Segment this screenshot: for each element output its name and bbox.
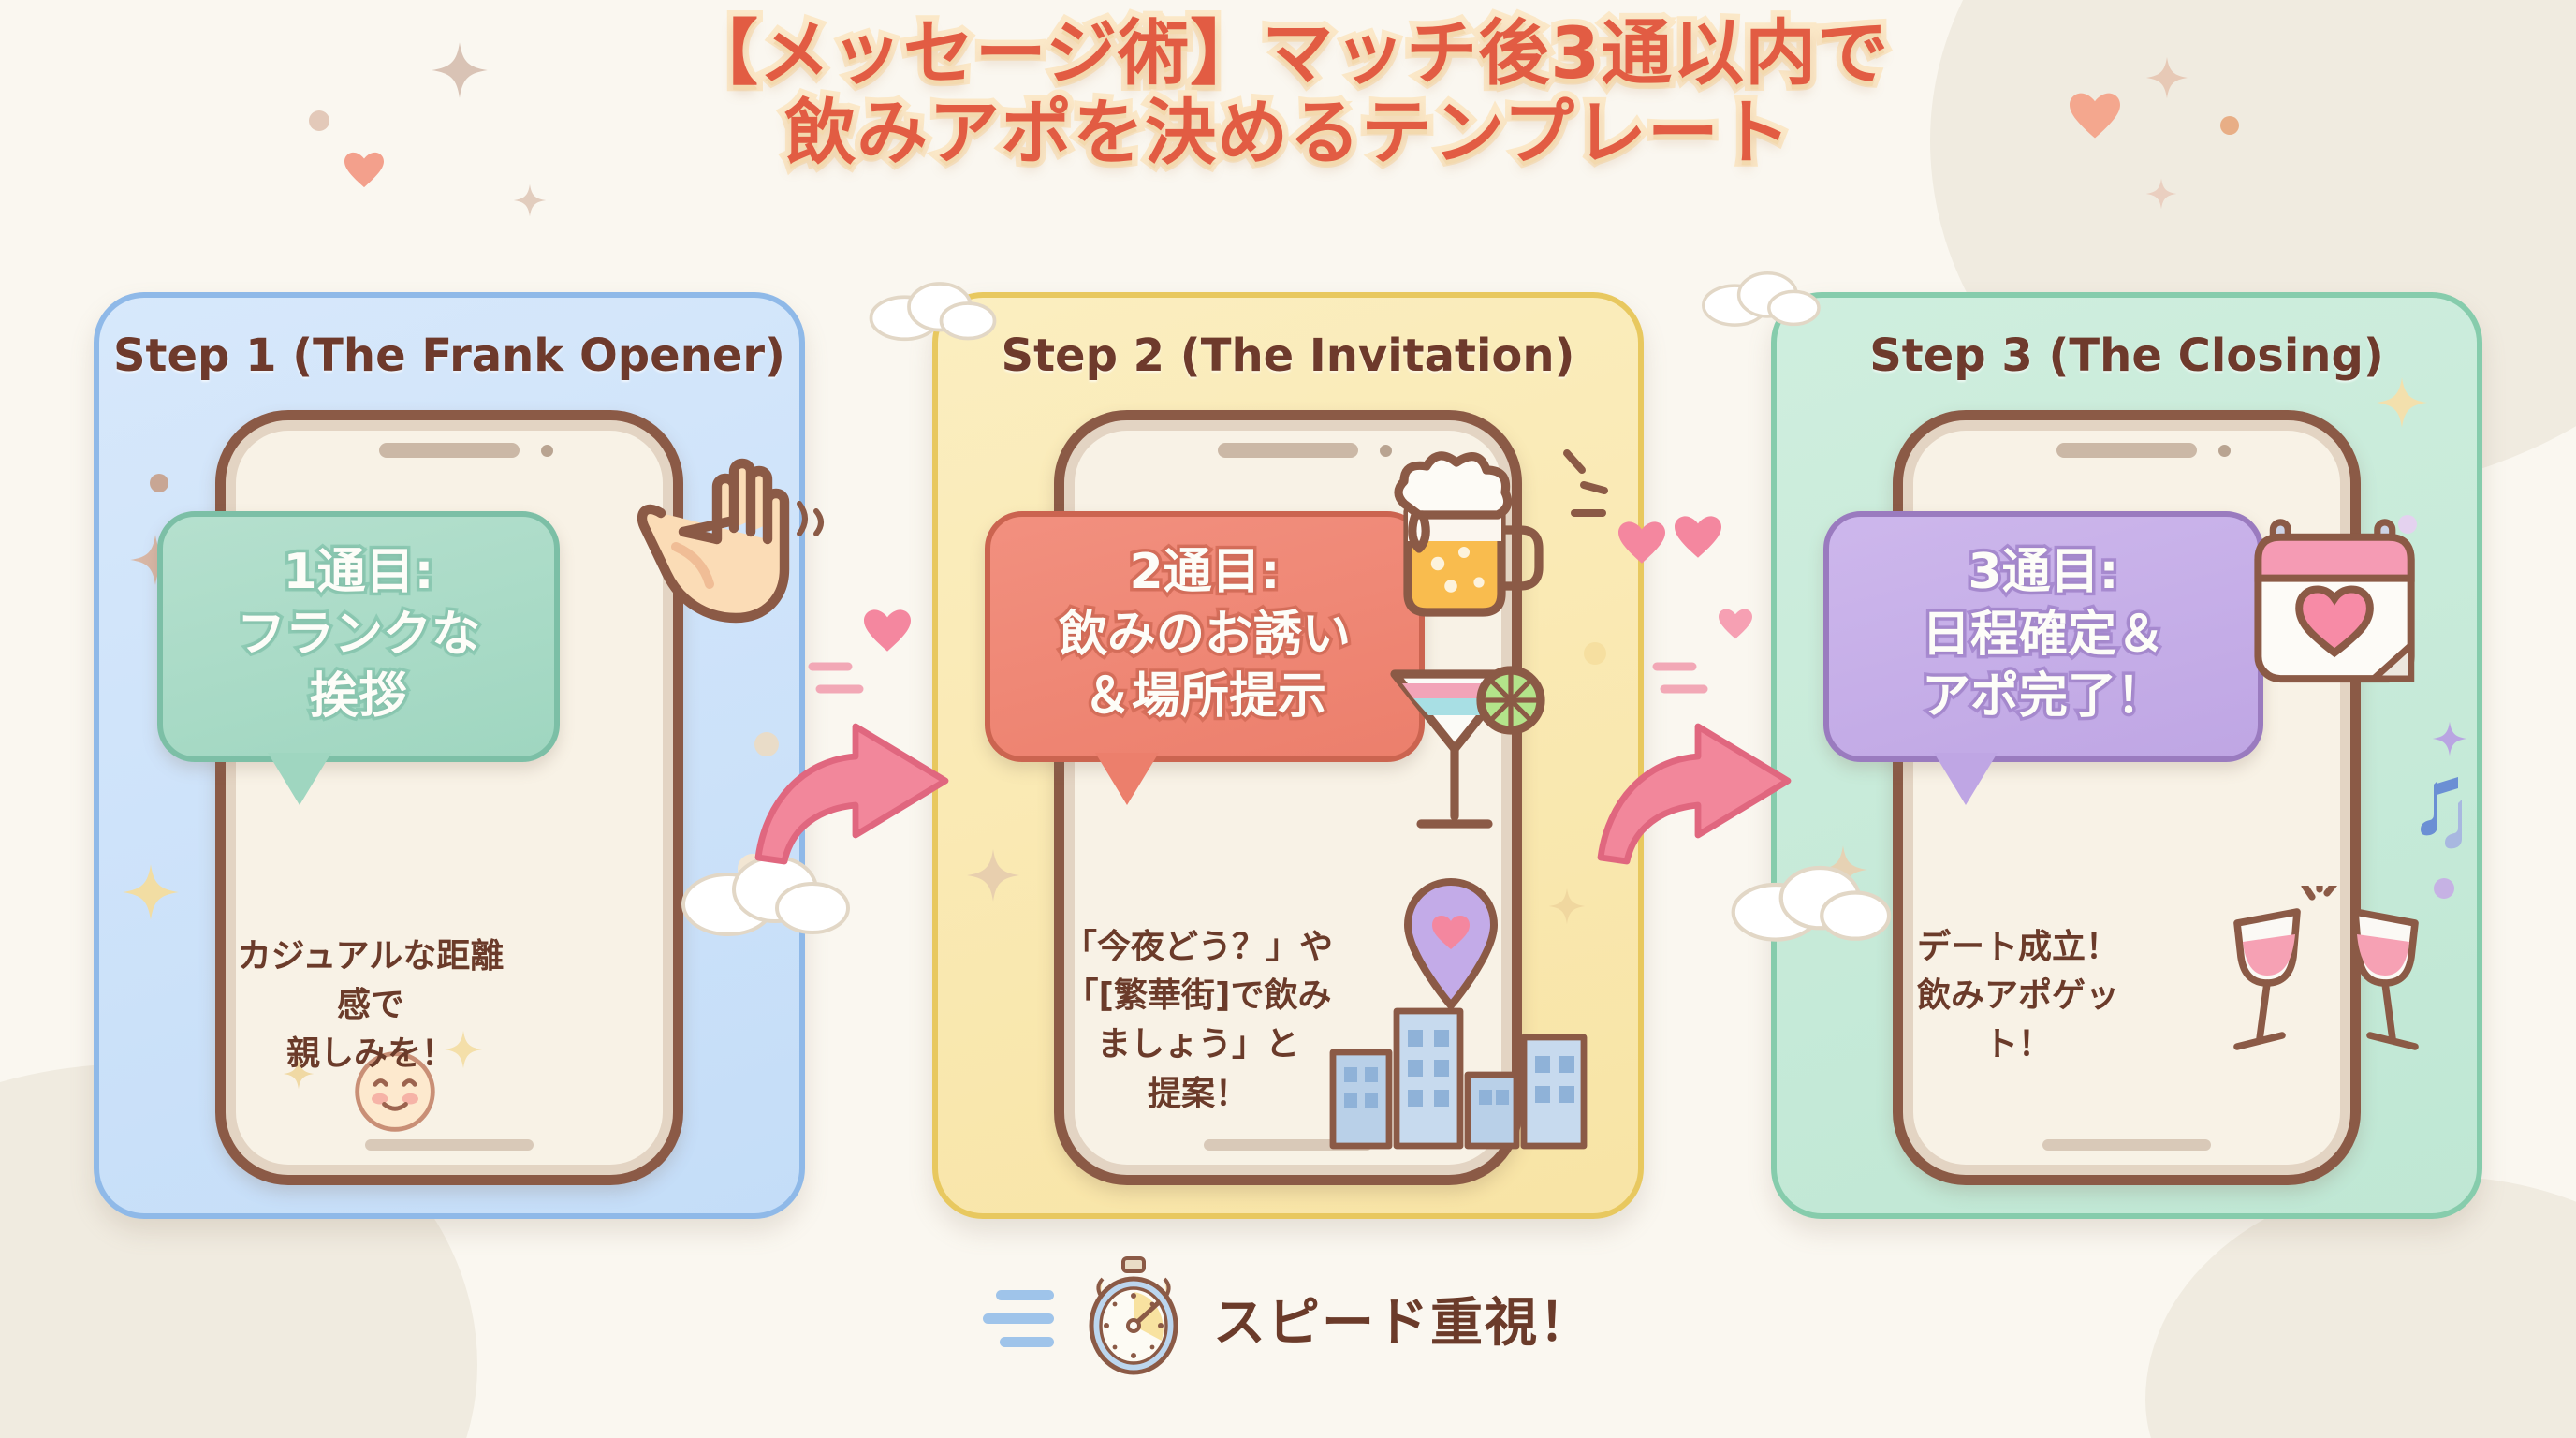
- sparkle-icon: [513, 183, 547, 217]
- waving-hand-icon: [620, 416, 807, 635]
- step-card-3[interactable]: Step 3 (The Closing): [1675, 271, 2484, 1219]
- heart-icon: [1717, 607, 1754, 644]
- bubble-line: 挨拶: [306, 666, 410, 728]
- flow-arrow-2: [1582, 693, 1816, 874]
- caption-line: カジュアルな距離感で: [237, 937, 505, 1025]
- bubble-tail: [1095, 752, 1159, 805]
- title-line-2: 飲みアポを決めるテンプレート: [779, 86, 1797, 178]
- bubble-line: アポ完了！: [1918, 666, 2168, 728]
- caption-line: 「[繁華街]で飲み: [1064, 976, 1332, 1016]
- bubble-line: 飲みのお誘い: [1055, 603, 1354, 666]
- step-2-message-bubble: 2通目: 飲みのお誘い ＆場所提示: [985, 511, 1425, 805]
- sparkle-icon: [1818, 844, 1868, 895]
- speed-line: [996, 1289, 1054, 1300]
- motion-lines-icon: [794, 496, 831, 567]
- step-1-message-bubble: 1通目: フランクな 挨拶: [157, 511, 560, 805]
- caption-line: デート成立！: [1916, 928, 2119, 966]
- decorative-dot: [1584, 642, 1606, 665]
- title-line-1: 【メッセージ術】マッチ後3通以内で: [681, 7, 1894, 98]
- sparkle-icon: [2376, 376, 2428, 429]
- phone-home-indicator: [2042, 1139, 2211, 1151]
- caption-line: 飲みアポゲッ: [1916, 976, 2119, 1016]
- motion-lines-icon: [807, 655, 872, 710]
- shine-lines-icon: [1554, 440, 1629, 547]
- phone-camera-dot: [1380, 445, 1392, 457]
- caption-line: ましょう」と: [1096, 1025, 1299, 1064]
- phone-notch: [1218, 443, 1358, 458]
- caption-line: 「今夜どう？」や: [1062, 928, 1333, 966]
- step-card-1[interactable]: Step 1 (The Frank Opener): [94, 292, 850, 1219]
- motion-lines-icon: [1651, 655, 1717, 710]
- cocktail-glass-icon: [1368, 637, 1556, 856]
- bubble-line: 2通目:: [1126, 541, 1283, 604]
- caption-line: 親しみを！: [285, 1034, 455, 1074]
- calendar-heart-icon: [2243, 496, 2439, 701]
- footer-banner: スピード重視！: [0, 1255, 2576, 1382]
- sparkle-icon: [122, 863, 180, 921]
- sparkle-icon: [1548, 888, 1586, 925]
- speed-lines-icon: [983, 1289, 1054, 1347]
- location-pin-icon: [1395, 874, 1507, 1019]
- steps-container: Step 1 (The Frank Opener): [0, 271, 2576, 1228]
- clinking-wine-glasses-icon: [2218, 874, 2434, 1067]
- bubble-line: ＆場所提示: [1079, 666, 1329, 728]
- step-1-header: Step 1 (The Frank Opener): [112, 330, 785, 382]
- caption-line: ト！: [1983, 1025, 2052, 1064]
- step-card-2[interactable]: Step 2 (The Invitation): [869, 282, 1665, 1219]
- heart-icon: [1672, 513, 1724, 564]
- sparkle-icon: [2145, 178, 2177, 210]
- bubble-line: 1通目:: [280, 541, 437, 604]
- caption-line: 提案！: [1147, 1074, 1249, 1113]
- step-2-header: Step 2 (The Invitation): [1001, 330, 1575, 382]
- bubble-line: フランクな: [233, 603, 483, 666]
- music-note-icon: [2409, 766, 2484, 873]
- bubble-tail: [1934, 752, 1998, 805]
- footer-text: スピード重視！: [1213, 1292, 1593, 1354]
- bubble-tail: [268, 752, 331, 805]
- phone-camera-dot: [541, 445, 553, 457]
- phone-camera-dot: [2218, 445, 2231, 457]
- speed-line: [983, 1313, 1054, 1324]
- speed-line: [1000, 1336, 1054, 1347]
- cloud-icon: [1694, 260, 1825, 337]
- decorative-dot: [150, 474, 168, 492]
- decorative-dot: [2434, 878, 2454, 899]
- bubble-line: 日程確定＆: [1918, 603, 2168, 666]
- step-1-caption: カジュアルな距離感で 親しみを！: [230, 932, 511, 1079]
- city-buildings-icon: [1318, 977, 1599, 1159]
- stopwatch-icon: [1078, 1255, 1189, 1382]
- flow-arrow-1: [739, 693, 973, 874]
- page-title: 【メッセージ術】マッチ後3通以内で 飲みアポを決めるテンプレート: [0, 7, 2576, 178]
- step-3-header: Step 3 (The Closing): [1869, 330, 2384, 382]
- step-3-caption: デート成立！ 飲みアポゲッ ト！: [1893, 923, 2144, 1070]
- sparkle-icon: [2432, 721, 2467, 756]
- beer-mug-icon: [1378, 429, 1556, 629]
- bubble-line: 3通目:: [1965, 541, 2122, 604]
- phone-notch: [379, 443, 520, 458]
- phone-home-indicator: [365, 1139, 534, 1151]
- step-2-caption: 「今夜どう？」や 「[繁華街]で飲み ましょう」と 提案！: [1058, 923, 1339, 1119]
- sparkle-icon: [966, 848, 1020, 902]
- phone-notch: [2056, 443, 2197, 458]
- step-3-message-bubble: 3通目: 日程確定＆ アポ完了！: [1823, 511, 2263, 805]
